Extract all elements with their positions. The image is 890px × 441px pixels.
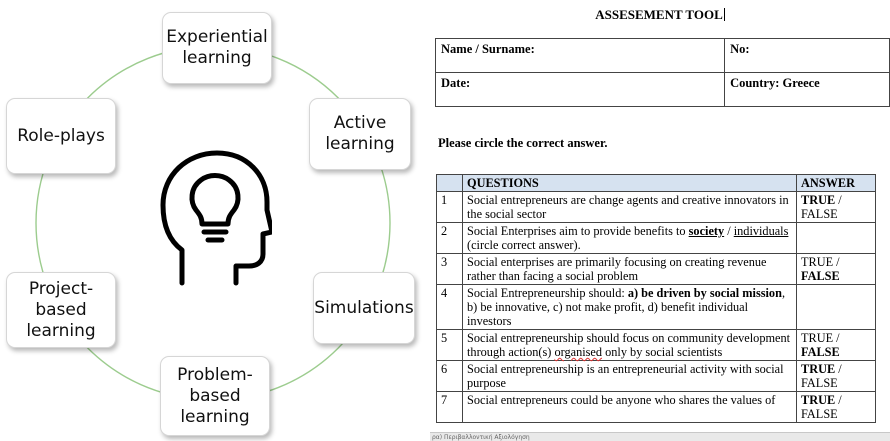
node-simulations-label: Simulations: [314, 297, 414, 318]
node-project-based-learning: Project- based learning: [6, 272, 116, 348]
answer-false[interactable]: FALSE: [801, 407, 838, 421]
assessment-document: ASSESEMENT TOOL Name / Surname: No: Date…: [430, 0, 890, 441]
questions-header-row: QUESTIONS ANSWER: [436, 174, 876, 192]
answer-false[interactable]: FALSE: [801, 269, 840, 283]
row-number: 5: [436, 329, 463, 361]
table-row: 5 Social entrepreneurship should focus o…: [436, 329, 876, 361]
info-table: Name / Surname: No: Date: Country: Greec…: [434, 38, 890, 107]
name-surname-cell[interactable]: Name / Surname:: [434, 38, 726, 73]
table-row: 7 Social entrepreneurs could be anyone w…: [436, 391, 876, 423]
header-number: [436, 174, 463, 192]
answer-cell[interactable]: [796, 284, 876, 330]
table-row: 3 Social enterprises are primarily focus…: [436, 253, 876, 285]
info-row: Name / Surname: No:: [434, 38, 890, 73]
table-row: 1 Social entrepreneurs are change agents…: [436, 191, 876, 223]
instruction-text: Please circle the correct answer.: [438, 136, 608, 150]
question-bold-option[interactable]: a) be driven by social mission: [627, 286, 782, 300]
answer-true[interactable]: TRUE: [801, 193, 836, 207]
row-number: 7: [436, 391, 463, 423]
node-project-based-learning-label: Project- based learning: [26, 278, 96, 341]
answer-separator: /: [835, 393, 842, 407]
answer-false[interactable]: FALSE: [801, 207, 838, 221]
answer-cell[interactable]: TRUE / FALSE: [796, 329, 876, 361]
row-number: 6: [436, 360, 463, 392]
country-cell[interactable]: Country: Greece: [724, 72, 890, 107]
status-bar: ρα) Περιβαλλοντική Αξιολόγηση: [430, 432, 890, 441]
question-part: Social entrepreneurship should focus on …: [467, 331, 791, 359]
document-title-text: ASSESEMENT TOOL: [595, 7, 723, 22]
option-individuals[interactable]: individuals: [733, 224, 789, 238]
node-role-plays-label: Role-plays: [17, 125, 105, 146]
node-problem-based-learning: Problem- based learning: [160, 356, 270, 436]
info-row: Date: Country: Greece: [434, 72, 890, 107]
answer-false[interactable]: FALSE: [801, 376, 838, 390]
answer-cell[interactable]: TRUE / FALSE: [796, 360, 876, 392]
node-experiential-learning: Experiential learning: [162, 12, 272, 84]
option-society[interactable]: society: [688, 224, 725, 238]
question-text: Social entrepreneurship is an entreprene…: [462, 360, 797, 392]
answer-true[interactable]: TRUE: [801, 393, 836, 407]
date-cell[interactable]: Date:: [434, 72, 726, 107]
document-title: ASSESEMENT TOOL: [430, 7, 890, 23]
text-cursor: [723, 8, 725, 21]
learning-methods-diagram: Experiential learning Active learning Si…: [0, 0, 430, 441]
question-part: Social Enterprises aim to provide benefi…: [467, 224, 689, 238]
option-separator: /: [724, 224, 734, 238]
answer-false[interactable]: FALSE: [801, 345, 840, 359]
answer-cell[interactable]: TRUE / FALSE: [796, 253, 876, 285]
table-row: 2 Social Enterprises aim to provide bene…: [436, 222, 876, 254]
question-text: Social entrepreneurs are change agents a…: [462, 191, 797, 223]
node-experiential-learning-label: Experiential learning: [166, 27, 268, 68]
question-text: Social Entrepreneurship should: a) be dr…: [462, 284, 797, 330]
answer-cell[interactable]: TRUE / FALSE: [796, 391, 876, 423]
answer-separator: /: [835, 362, 842, 376]
answer-separator: /: [833, 255, 840, 269]
question-part: Social Entrepreneurship should:: [467, 286, 628, 300]
table-row: 6 Social entrepreneurship is an entrepre…: [436, 360, 876, 392]
node-active-learning: Active learning: [309, 98, 411, 170]
header-questions: QUESTIONS: [462, 174, 797, 192]
header-answer: ANSWER: [796, 174, 876, 192]
answer-separator: /: [833, 331, 840, 345]
question-text: Social Enterprises aim to provide benefi…: [462, 222, 797, 254]
questions-table: QUESTIONS ANSWER 1 Social entrepreneurs …: [436, 174, 876, 423]
answer-true[interactable]: TRUE: [801, 362, 836, 376]
node-simulations: Simulations: [313, 272, 415, 344]
row-number: 3: [436, 253, 463, 285]
number-cell[interactable]: No:: [724, 38, 890, 73]
answer-cell[interactable]: [796, 222, 876, 254]
answer-separator: /: [835, 193, 842, 207]
question-text: Social entrepreneurs could be anyone who…: [462, 391, 797, 423]
head-lightbulb-icon: [160, 150, 272, 286]
row-number: 2: [436, 222, 463, 254]
question-part: , b) be innovative, c) not make profit, …: [467, 286, 786, 328]
node-problem-based-learning-label: Problem- based learning: [177, 364, 253, 427]
table-row: 4 Social Entrepreneurship should: a) be …: [436, 284, 876, 330]
answer-cell[interactable]: TRUE / FALSE: [796, 191, 876, 223]
row-number: 4: [436, 284, 463, 330]
question-part: (circle correct answer).: [467, 238, 581, 252]
question-text: Social enterprises are primarily focusin…: [462, 253, 797, 285]
spellcheck-word: organised: [554, 345, 603, 359]
row-number: 1: [436, 191, 463, 223]
node-active-learning-label: Active learning: [325, 113, 395, 154]
node-role-plays: Role-plays: [6, 98, 116, 174]
question-text: Social entrepreneurship should focus on …: [462, 329, 797, 361]
answer-true[interactable]: TRUE: [801, 255, 834, 269]
question-part: only by social scientists: [602, 345, 723, 359]
answer-true[interactable]: TRUE: [801, 331, 834, 345]
